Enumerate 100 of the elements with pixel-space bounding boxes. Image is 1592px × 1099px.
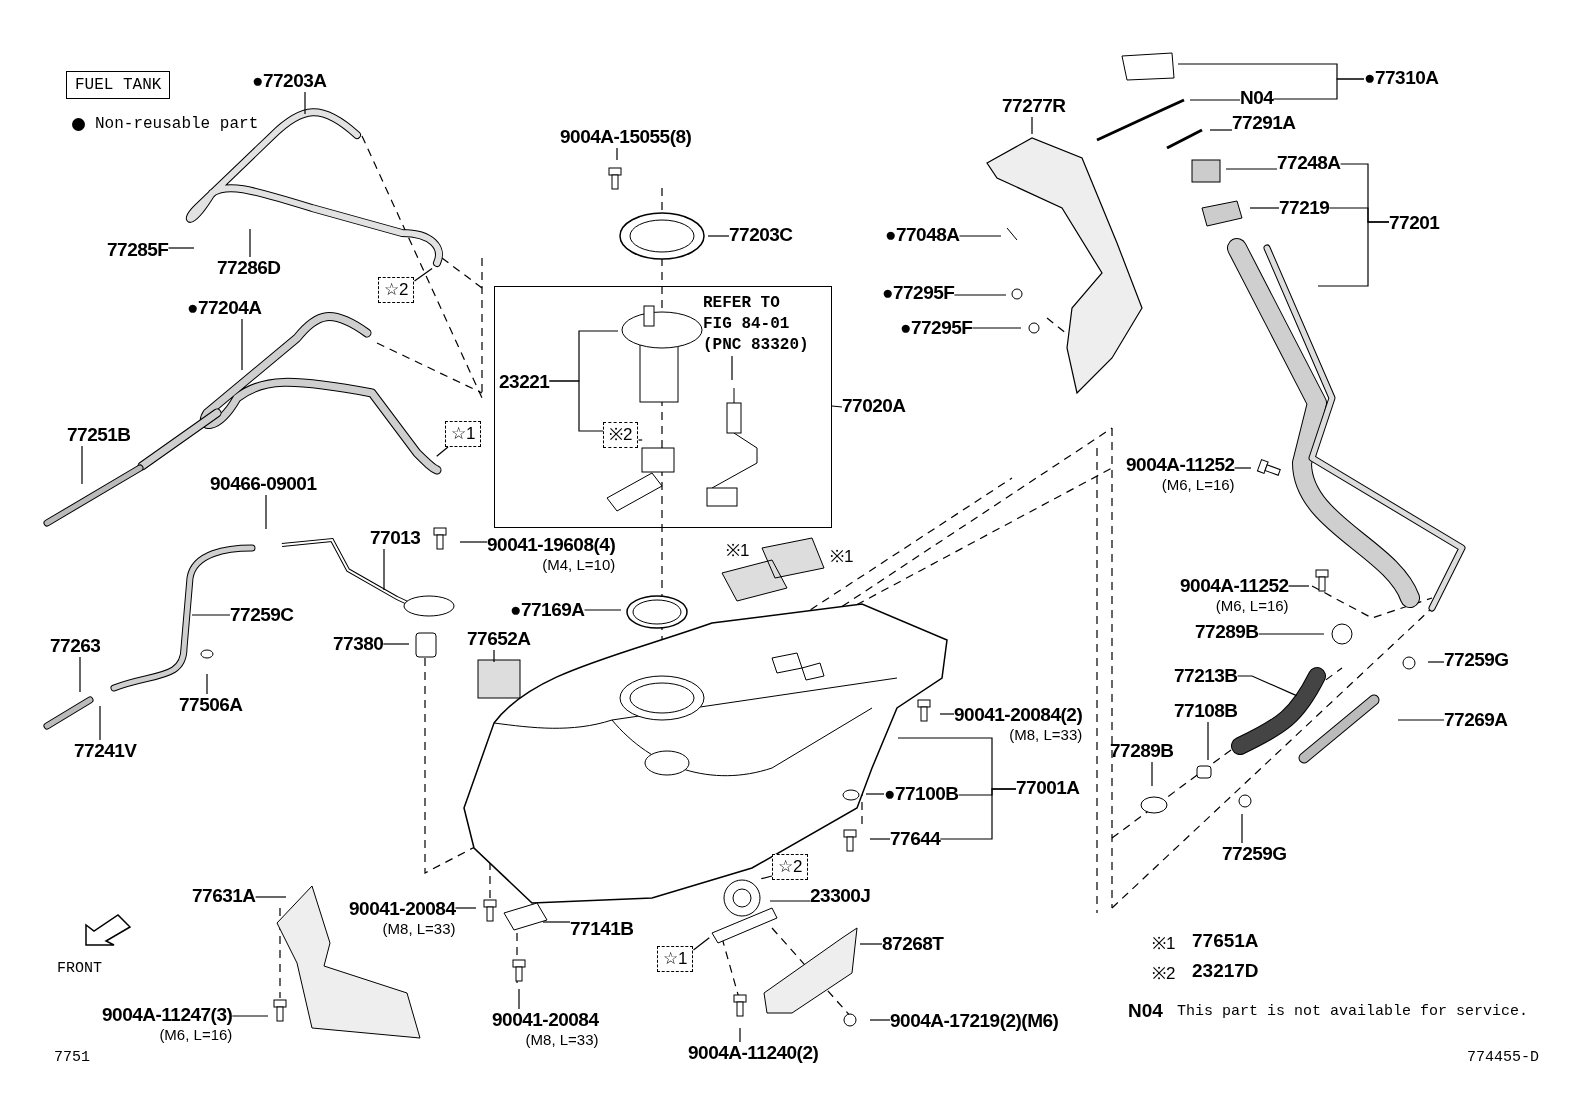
note-text: 7751 (54, 1048, 90, 1068)
leader-line (1397, 719, 1445, 721)
part-number: 77289B (1110, 740, 1174, 762)
leader-line (206, 673, 208, 695)
part-number: N04 (1128, 1000, 1163, 1022)
leader-line (1272, 78, 1365, 100)
leader-line (1258, 633, 1325, 635)
size-note: (M8, L=33) (525, 1031, 599, 1048)
leader-line (265, 494, 267, 530)
part-number: 77251B (67, 424, 131, 446)
part-number: 77651A (1192, 930, 1259, 952)
part-number: 77380 (333, 633, 384, 655)
leader-line (493, 649, 495, 663)
leader-line (1241, 813, 1243, 844)
part-number: 77277R (1002, 95, 1066, 117)
leader-line (1317, 221, 1390, 287)
part-number: N04 (1240, 87, 1274, 109)
leader-line (953, 294, 1007, 296)
reference-mark: ☆2 (772, 854, 809, 880)
leader-line (769, 900, 811, 902)
leader-line (1209, 129, 1233, 131)
size-note: (M6, L=16) (1215, 597, 1289, 614)
leader-line (731, 355, 733, 381)
leader-line (413, 267, 433, 282)
size-note: (M8, L=33) (382, 920, 456, 937)
part-number: 90041-20084 (492, 1009, 599, 1031)
leader-line (1189, 99, 1241, 101)
leader-line (616, 147, 618, 161)
leader-line (304, 91, 306, 115)
part-number: ●77203A (252, 70, 327, 92)
leader-line (1237, 675, 1298, 697)
part-number: 23300J (810, 885, 871, 907)
part-number: 77259C (230, 604, 294, 626)
leader-line (869, 1019, 891, 1021)
part-number: 77001A (1016, 777, 1080, 799)
leader-line (865, 793, 885, 795)
reference-mark-label: ※1 (726, 540, 750, 562)
leader-line (1249, 207, 1280, 209)
part-number: 77241V (74, 740, 137, 762)
title-box: FUEL TANK (66, 71, 171, 99)
leader-line (436, 446, 449, 457)
reference-mark-label: ※2 (1152, 963, 1176, 985)
part-number: 77259G (1444, 649, 1509, 671)
part-number: 9004A-15055(8) (560, 126, 692, 148)
size-note: (M6, L=16) (159, 1026, 233, 1043)
part-number: 77219 (1279, 197, 1330, 219)
part-number: 90041-20084 (349, 898, 456, 920)
part-number: 77201 (1389, 212, 1440, 234)
leader-line (231, 1015, 269, 1017)
part-number: 77203C (729, 224, 793, 246)
size-note: (M8, L=33) (1009, 726, 1083, 743)
part-number: ●77295F (882, 282, 955, 304)
leader-line (548, 380, 604, 432)
leader-line (454, 907, 477, 909)
reference-mark: ☆2 (378, 277, 415, 303)
part-number: 90041-20084(2) (954, 704, 1083, 726)
part-number: 77263 (50, 635, 101, 657)
size-note: (M6, L=16) (1161, 476, 1235, 493)
leader-line (859, 943, 883, 945)
part-number: ●77100B (884, 783, 959, 805)
part-number: 77141B (570, 918, 634, 940)
leader-line (939, 713, 955, 715)
reference-mark: ☆1 (657, 946, 694, 972)
leader-line (255, 896, 287, 898)
part-number: 77506A (179, 694, 243, 716)
leader-line (1234, 467, 1252, 469)
leader-line (241, 318, 243, 371)
part-number: 77286D (217, 257, 281, 279)
part-number: 77013 (370, 527, 421, 549)
leader-line (1288, 585, 1310, 587)
size-note: (M4, L=10) (542, 556, 616, 573)
note-text: FRONT (57, 959, 102, 979)
part-number: 90041-19608(4) (487, 534, 616, 556)
leader-line (99, 705, 101, 741)
part-number: 87268T (882, 933, 944, 955)
part-number: ●77048A (885, 224, 960, 246)
part-number: 77248A (1277, 152, 1341, 174)
leader-line (692, 937, 710, 951)
note-text: 774455-D (1467, 1048, 1539, 1068)
leader-line (542, 921, 571, 923)
legend-text: Non-reusable part (95, 114, 259, 134)
leader-line (1225, 168, 1278, 170)
part-number: 77108B (1174, 700, 1238, 722)
leader-line (1427, 661, 1445, 663)
leader-line (760, 875, 773, 880)
leader-line (897, 737, 1017, 790)
leader-line (831, 405, 843, 408)
leader-line (707, 235, 730, 237)
part-number: 9004A-11247(3) (102, 1004, 233, 1026)
part-number: 90466-09001 (210, 473, 317, 495)
leader-line (637, 439, 643, 441)
assembly-frame (494, 286, 832, 528)
part-number: ●77169A (510, 599, 585, 621)
leader-line (518, 988, 520, 1010)
reference-mark: ※2 (603, 422, 639, 448)
part-number: ●77204A (187, 297, 262, 319)
part-number: 23217D (1192, 960, 1259, 982)
part-number: 77269A (1444, 709, 1508, 731)
leader-line (583, 609, 622, 611)
part-number: ●77310A (1364, 67, 1439, 89)
